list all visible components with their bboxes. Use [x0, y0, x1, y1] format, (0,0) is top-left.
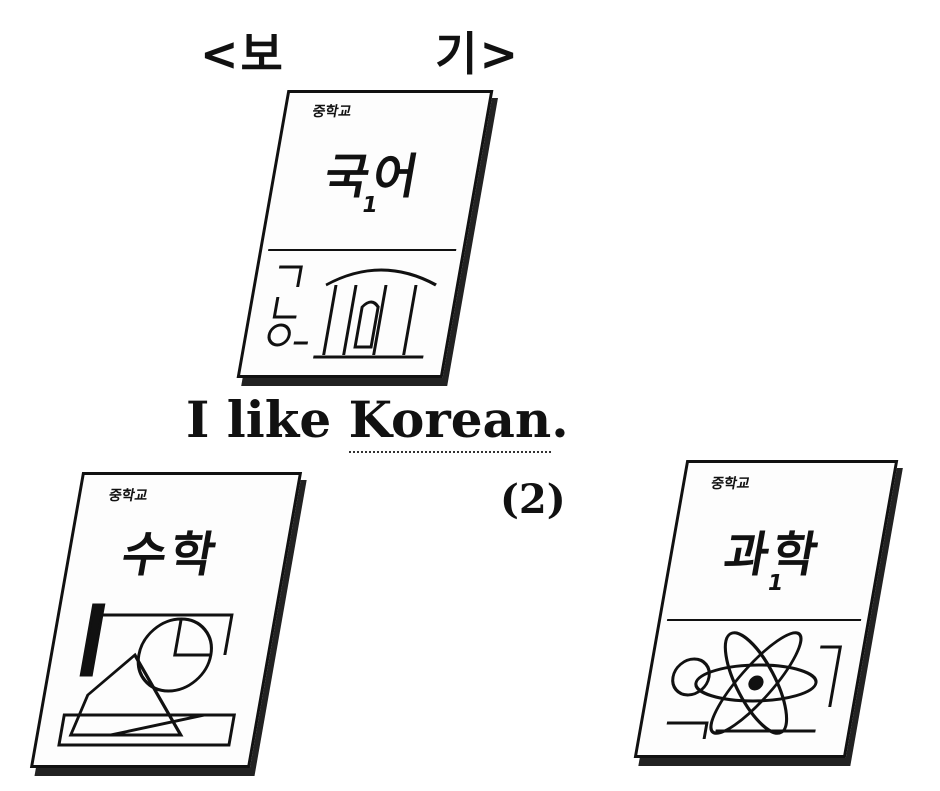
heading-left: <보 — [200, 27, 285, 81]
sentence-suffix: . — [551, 390, 569, 449]
palace-illustration-icon — [267, 265, 437, 359]
math-textbook: 중학교 수학 — [29, 472, 303, 768]
sentence-subject: Korean — [348, 390, 552, 453]
school-label: 중학교 — [311, 104, 353, 120]
geometry-illustration-icon — [57, 603, 237, 747]
question-number: (2) — [500, 476, 566, 523]
example-heading: <보 기> — [200, 18, 520, 84]
book-volume: 1 — [359, 193, 380, 218]
korean-textbook: 중학교 국어 1 — [236, 90, 494, 378]
atom-illustration-icon — [666, 631, 843, 739]
cover-divider — [268, 249, 457, 251]
book-title: 수학 — [117, 527, 224, 583]
book-volume: 1 — [765, 571, 786, 596]
example-sentence: I like Korean. — [186, 390, 569, 453]
science-textbook: 중학교 과학 1 — [633, 460, 899, 758]
heading-right: 기> — [435, 27, 520, 81]
sentence-prefix: I like — [186, 390, 349, 449]
school-label: 중학교 — [107, 488, 149, 504]
school-label: 중학교 — [709, 476, 752, 492]
cover-divider — [666, 619, 862, 621]
